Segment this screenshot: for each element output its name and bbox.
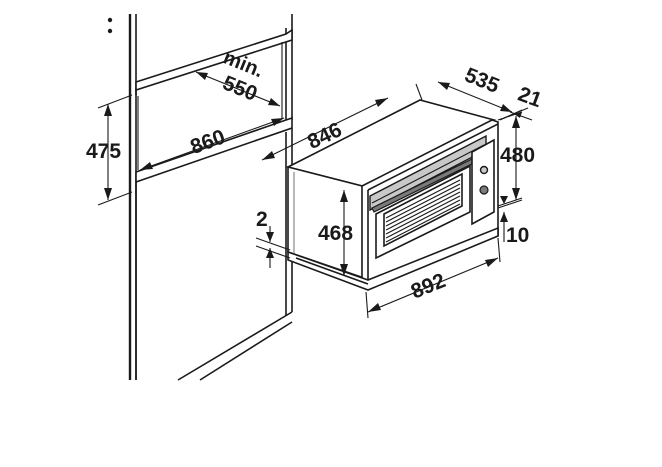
oven-knob (479, 165, 489, 175)
label-gap-top: 2 (256, 208, 268, 231)
dimension-oven-front-thickness: 21 (503, 83, 545, 121)
label-gap-bottom: 10 (506, 224, 529, 247)
cut-mark-dot (107, 17, 113, 23)
dimension-oven-body-height: 468 (318, 190, 353, 276)
label-oven-front-height: 480 (500, 144, 535, 167)
label-oven-front-thickness: 21 (515, 83, 545, 113)
dimension-cabinet-height: 475 (86, 94, 133, 206)
label-cabinet-width: 860 (187, 125, 228, 159)
dimension-cabinet-depth: min. 550 (195, 46, 281, 107)
dimension-gap-bottom: 10 (497, 196, 529, 247)
oven (285, 99, 499, 291)
label-cabinet-height: 475 (86, 140, 121, 163)
label-oven-depth: 535 (461, 63, 502, 98)
niche-top-shelf (135, 28, 293, 92)
label-oven-body-height: 468 (318, 222, 353, 245)
cut-mark-dot (107, 28, 113, 34)
oven-window-hatching (385, 179, 461, 243)
dimension-gap-top: 2 (255, 208, 291, 268)
cabinet-unit (107, 14, 293, 381)
oven-control-panel (471, 138, 495, 226)
niche-bottom-shelf (135, 116, 293, 184)
oven-knob (479, 185, 489, 195)
dimension-oven-front-height: 480 (497, 111, 535, 207)
label-oven-front-width: 892 (408, 269, 449, 303)
dimension-cabinet-width: 860 (139, 117, 285, 171)
oven-door-window (383, 172, 463, 248)
